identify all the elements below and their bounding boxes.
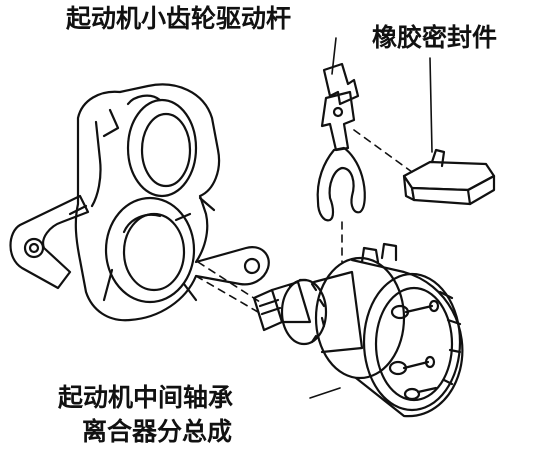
- lever-shaft: [320, 90, 356, 152]
- leader-pinion: [331, 37, 337, 75]
- flange-bolt-hole-inner: [28, 242, 40, 254]
- starter-housing: [9, 83, 270, 322]
- clutch-drum-body: [350, 258, 464, 418]
- housing-to-clutch-dash-2: [195, 275, 259, 313]
- housing-nose-ring: [126, 98, 198, 198]
- pinion-shaft: [252, 288, 284, 332]
- drive-gear: [280, 278, 328, 346]
- flange-bolt-hole: [23, 237, 45, 259]
- housing-to-clutch-dash: [197, 261, 261, 303]
- rubber-seal: [402, 148, 496, 206]
- clutch-drum-face-inner: [374, 286, 454, 402]
- lever-pivot: [332, 106, 344, 118]
- alignment-lines: [195, 129, 413, 313]
- seal-top: [402, 160, 496, 192]
- label-rubber-seal: 橡胶密封件: [372, 23, 498, 52]
- label-clutch-line2: 离合器分总成: [82, 417, 233, 446]
- housing-bore: [104, 196, 196, 304]
- leader-seal: [429, 57, 433, 153]
- housing-body: [74, 83, 270, 322]
- drum-studs: [388, 299, 440, 401]
- ear-bolt-hole: [243, 257, 261, 275]
- label-clutch-line1: 起动机中间轴承: [58, 383, 234, 412]
- leader-clutch: [309, 387, 341, 399]
- lever-to-seal-dash: [353, 129, 413, 173]
- housing-nose-ring-inner: [140, 112, 192, 188]
- label-leaders: [309, 37, 433, 399]
- pinion-drive-lever: [316, 62, 366, 222]
- clutch-assembly: [252, 242, 464, 418]
- clutch-drum-face: [362, 272, 462, 412]
- housing-bore-inner: [122, 212, 186, 292]
- lever-top-clip: [322, 62, 360, 106]
- lever-fork: [316, 146, 366, 222]
- clutch-drum-back: [314, 256, 406, 380]
- drum-top-tab: [360, 242, 398, 264]
- label-pinion-drive-lever: 起动机小齿轮驱动杆: [66, 4, 292, 33]
- seal-side: [410, 186, 472, 206]
